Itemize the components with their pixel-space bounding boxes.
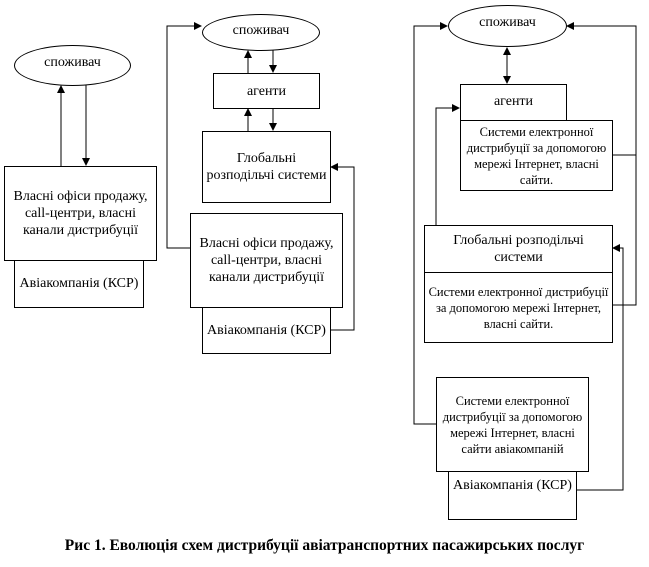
loop-airline-gds [576, 244, 624, 491]
own-channels-box: Власні офіси продажу, call-центри, власн… [190, 213, 343, 308]
airline-internet-box: Системи електронної дистрибуції за допом… [436, 377, 589, 472]
agents-box: агенти [213, 73, 320, 109]
own-channels-box: Власні офіси продажу, call-центри, власн… [4, 166, 157, 261]
figure-caption: Рис 1. Еволюція схем дистрибуції авіатра… [64, 537, 585, 554]
loop-gds-agents [435, 104, 460, 225]
agents-internet-box: Системи електронної дистрибуції за допом… [460, 120, 613, 191]
loop-right [330, 163, 355, 331]
consumer-ellipse: споживач [202, 14, 320, 51]
gds-box: Глобальні розподільчі системи [424, 225, 613, 273]
airline-box: Авіакомпанія (КСР) [14, 259, 144, 308]
consumer-ellipse: споживач [14, 45, 131, 86]
loop-left [166, 22, 202, 249]
loop-right-top [612, 154, 637, 306]
agents-box: агенти [460, 84, 567, 121]
airline-box: Авіакомпанія (КСР) [448, 470, 577, 520]
consumer-ellipse: споживач [448, 5, 567, 47]
airline-box: Авіакомпанія (КСР) [202, 306, 331, 354]
loop-left [413, 22, 448, 425]
gds-box: Глобальні розподільчі системи [202, 131, 331, 203]
gds-internet-box: Системи електронної дистрибуції за допом… [424, 272, 613, 343]
